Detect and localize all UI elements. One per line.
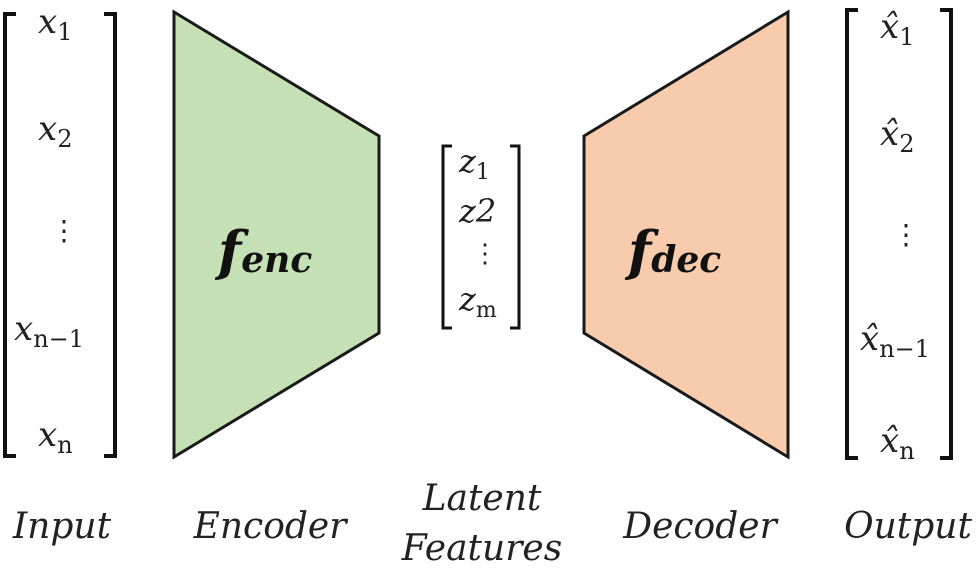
input-x2: x2: [38, 109, 72, 153]
output-xhat1: x̂1: [880, 7, 914, 51]
output-right-bracket: [940, 8, 953, 460]
caption-output: Output: [844, 506, 972, 547]
output-xhat2: x̂2: [880, 114, 914, 158]
caption-latent-line2: Features: [401, 528, 562, 568]
input-vector: x1 x2 ⋮ xn−1 xn: [3, 2, 117, 459]
output-vector: x̂1 x̂2 ⋮ x̂n−1 x̂n: [845, 7, 953, 465]
latent-ellipsis: ⋮: [472, 239, 498, 269]
input-xn-1: xn−1: [14, 309, 84, 353]
decoder-label: fdec: [624, 219, 721, 283]
encoder-trapezoid: [172, 9, 381, 460]
latent-vector: z1 z2 ⋮ zm: [441, 142, 521, 330]
caption-latent-line1: Latent: [422, 478, 542, 519]
input-xn: xn: [38, 415, 73, 459]
latent-z1: z1: [458, 142, 490, 185]
latent-zm: zm: [458, 280, 497, 323]
decoder-trapezoid: [582, 9, 790, 460]
input-left-bracket: [3, 12, 16, 458]
encoder-block: fenc: [172, 9, 381, 460]
output-left-bracket: [845, 8, 858, 460]
caption-input: Input: [12, 506, 112, 547]
latent-z2: z2: [458, 192, 496, 230]
input-ellipsis: ⋮: [50, 214, 78, 247]
output-ellipsis: ⋮: [892, 218, 920, 251]
output-xhatn-1: x̂n−1: [860, 319, 930, 363]
latent-right-bracket: [510, 144, 521, 330]
input-x1: x1: [38, 2, 72, 46]
input-right-bracket: [104, 12, 117, 458]
decoder-block: fdec: [582, 9, 790, 460]
caption-encoder: Encoder: [193, 506, 349, 547]
latent-left-bracket: [441, 144, 452, 330]
caption-decoder: Decoder: [622, 506, 778, 547]
output-xhatn: x̂n: [880, 421, 915, 465]
